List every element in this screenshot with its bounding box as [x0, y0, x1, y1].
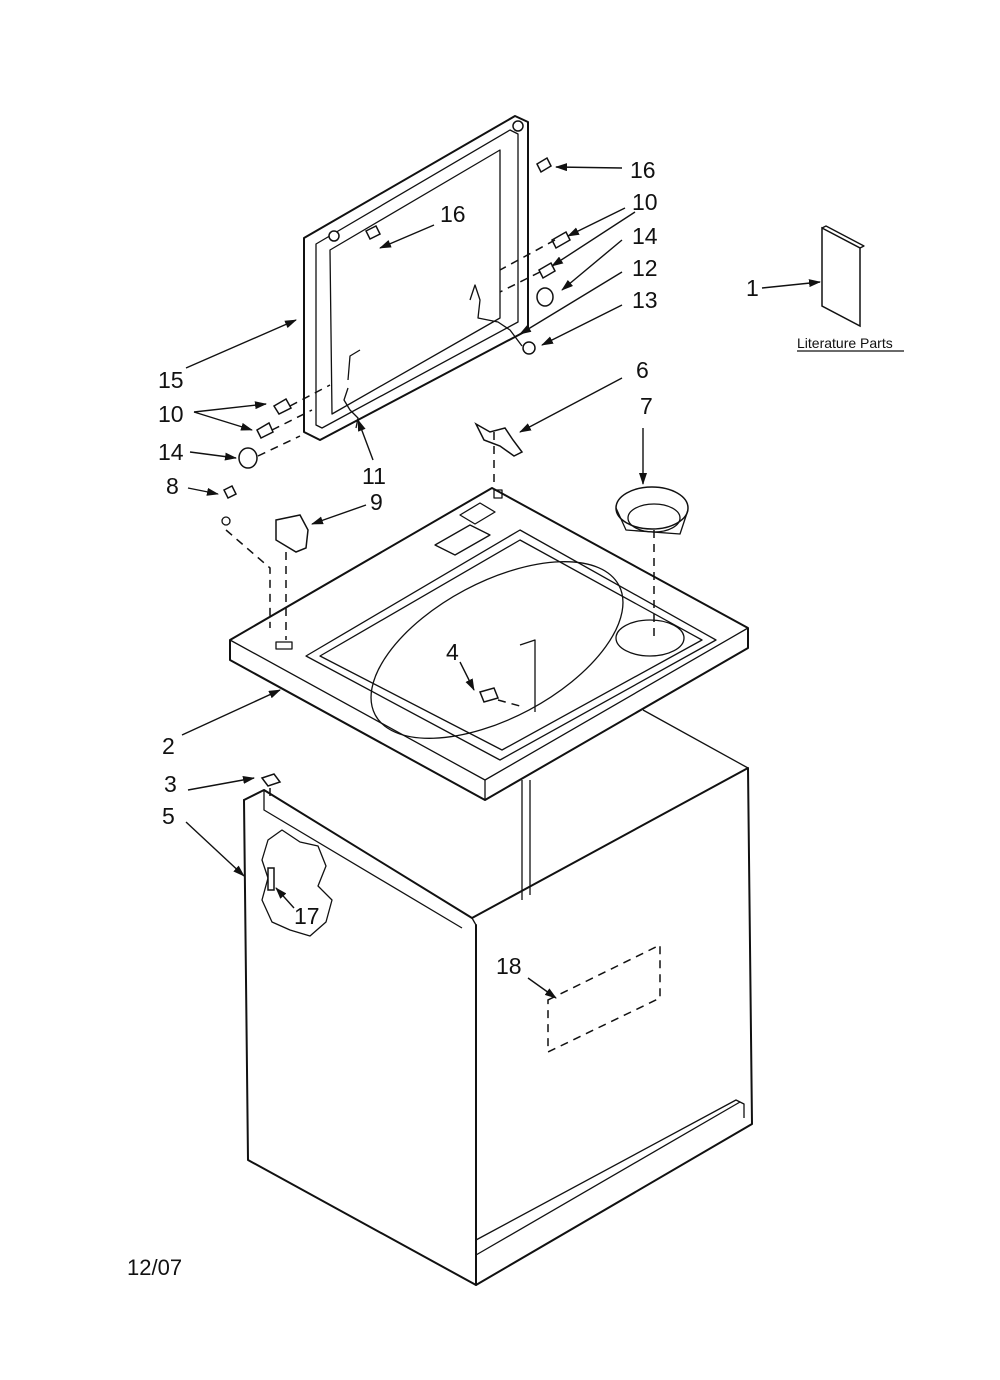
callout-7: 7	[640, 393, 653, 419]
callout-5: 5	[162, 803, 175, 829]
callout-3: 3	[164, 771, 177, 797]
callout-16-right: 16	[630, 157, 656, 183]
screw-17-part	[267, 867, 275, 891]
callout-1: 1	[746, 275, 759, 301]
callout-13: 13	[632, 287, 658, 313]
literature-parts-label: Literature Parts	[797, 335, 893, 351]
callout-2: 2	[162, 733, 175, 759]
callout-11: 11	[362, 463, 386, 489]
callout-18: 18	[496, 953, 522, 979]
callout-15: 15	[158, 367, 184, 393]
cabinet-body	[243, 709, 753, 1286]
callout-14-left: 14	[158, 439, 184, 465]
callout-16-left: 16	[440, 201, 466, 227]
small-parts	[221, 422, 689, 800]
callout-arrows	[181, 163, 821, 999]
callout-4: 4	[446, 639, 459, 665]
cutaway-view	[261, 829, 333, 937]
callout-14-right: 14	[632, 223, 658, 249]
lid-assembly	[303, 115, 529, 441]
callout-10-left: 10	[158, 401, 184, 427]
literature-part	[821, 225, 865, 328]
callout-17: 17	[294, 903, 320, 929]
label-outline	[547, 943, 661, 1054]
callout-labels: 1 2 3 4 5 6 7 8 9 10 10 11 12 13 14 14 1…	[158, 157, 759, 979]
lid-hardware	[238, 156, 571, 469]
date-code: 12/07	[127, 1255, 182, 1280]
callout-8: 8	[166, 473, 179, 499]
callout-12: 12	[632, 255, 658, 281]
callout-9: 9	[370, 489, 383, 515]
cabinet-top	[229, 487, 749, 801]
callout-10-right: 10	[632, 189, 658, 215]
callout-6: 6	[636, 357, 649, 383]
